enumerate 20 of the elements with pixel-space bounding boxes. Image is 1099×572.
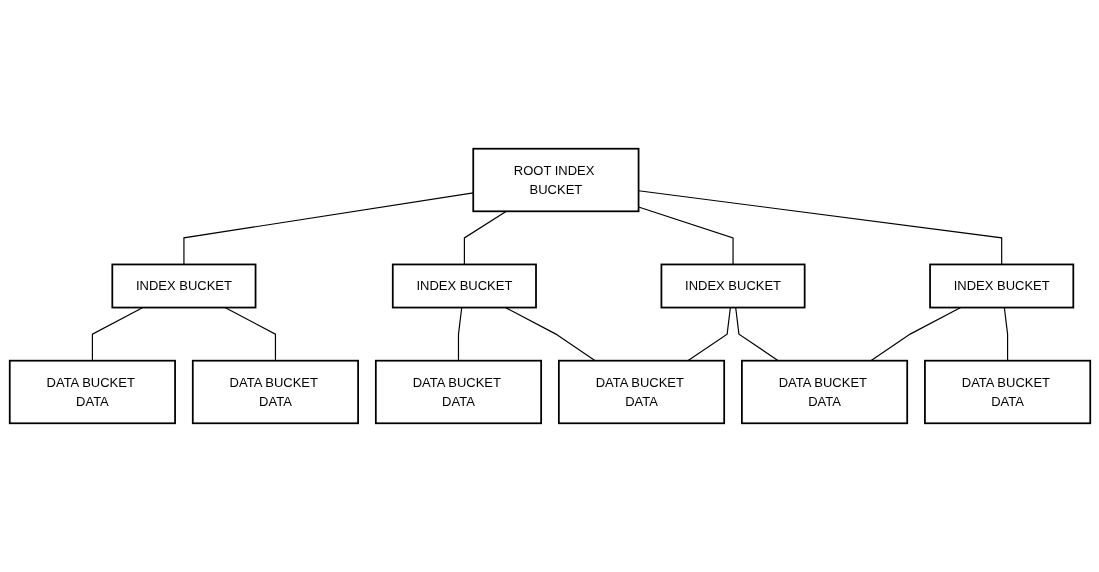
connector bbox=[223, 306, 276, 362]
connector bbox=[463, 210, 507, 266]
connector bbox=[504, 306, 596, 362]
connector bbox=[91, 306, 144, 362]
node-box: DATA BUCKET DATA bbox=[8, 359, 176, 425]
connector bbox=[686, 306, 731, 362]
node-box: ROOT INDEX BUCKET bbox=[471, 147, 639, 213]
connector bbox=[734, 306, 779, 362]
node-box: INDEX BUCKET bbox=[660, 263, 806, 309]
node-box: INDEX BUCKET bbox=[928, 263, 1074, 309]
node-box: DATA BUCKET DATA bbox=[191, 359, 359, 425]
node-box: DATA BUCKET DATA bbox=[374, 359, 542, 425]
node-box: DATA BUCKET DATA bbox=[557, 359, 725, 425]
connector bbox=[457, 306, 462, 362]
connector bbox=[869, 306, 961, 362]
node-box: DATA BUCKET DATA bbox=[740, 359, 908, 425]
connector bbox=[1003, 306, 1008, 362]
node-box: INDEX BUCKET bbox=[110, 263, 256, 309]
node-box: INDEX BUCKET bbox=[391, 263, 537, 309]
node-box: DATA BUCKET DATA bbox=[923, 359, 1091, 425]
